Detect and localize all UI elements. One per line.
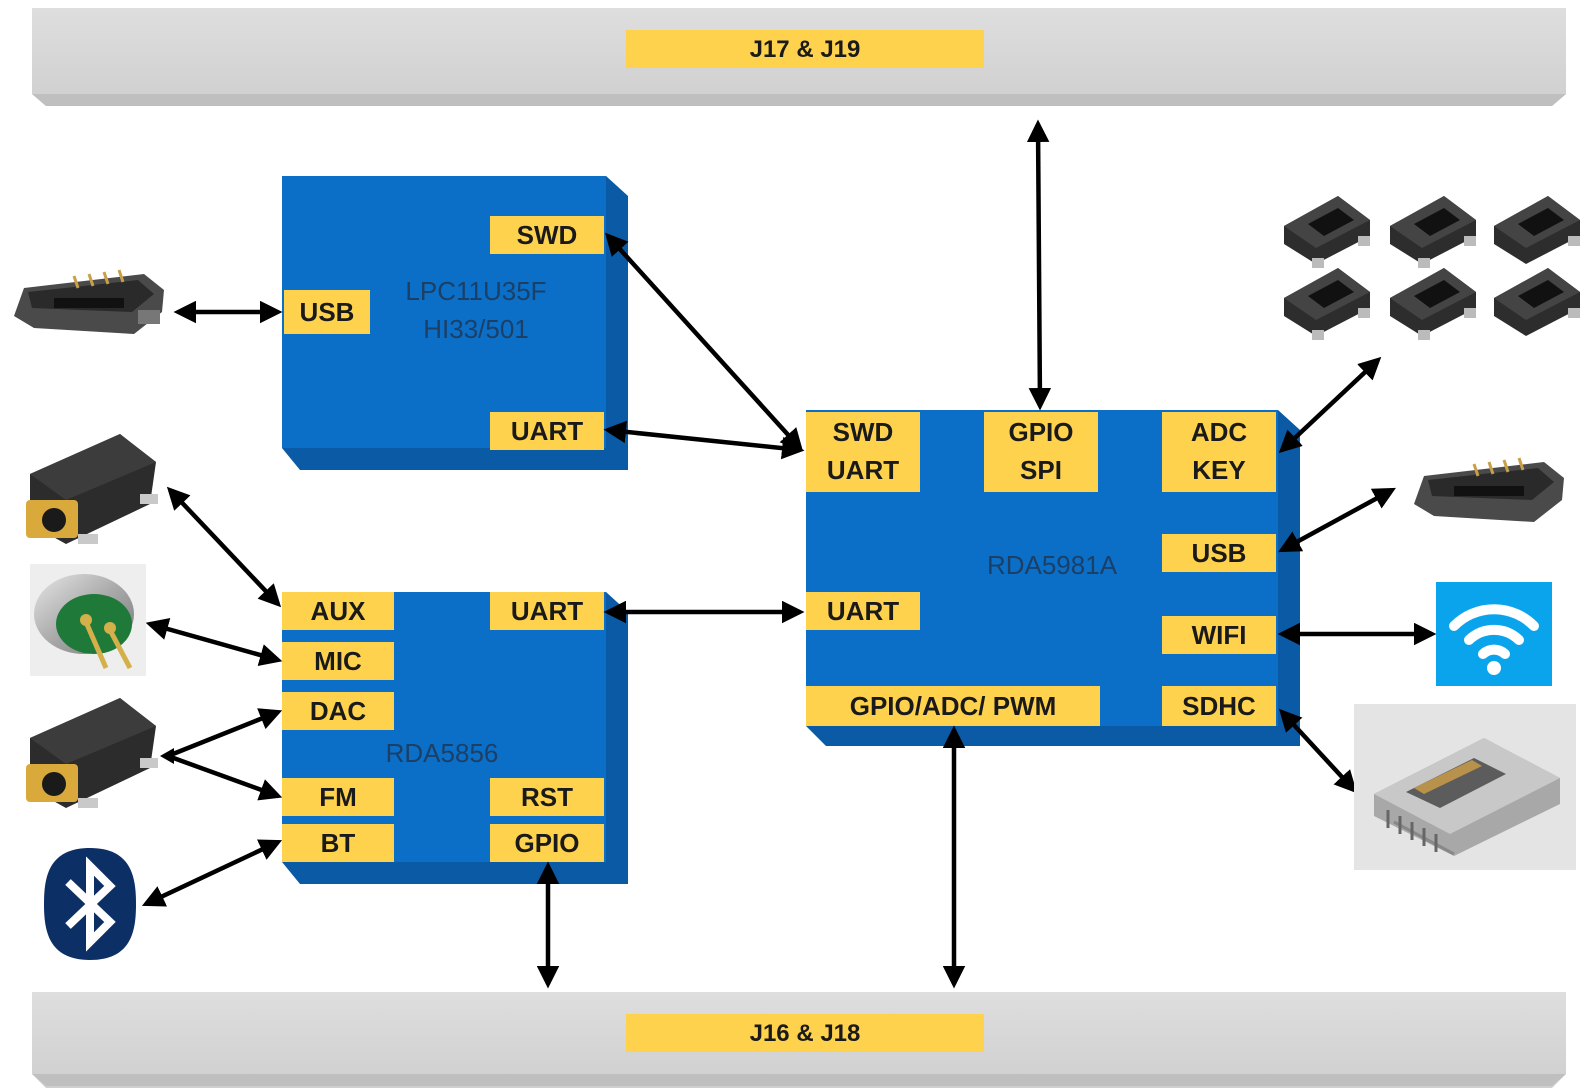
lpc-pin-uart-label: UART bbox=[511, 416, 583, 446]
rda5856-pin-uart bbox=[490, 592, 604, 630]
rda5981a-pin-gpio-adc-pwm-label: GPIO/ADC/ PWM bbox=[850, 691, 1057, 721]
rda5981a-pin-adc-key bbox=[1162, 412, 1276, 492]
audio-jack-icon bbox=[26, 434, 158, 544]
bottom-bus-label: J16 & J18 bbox=[750, 1020, 861, 1047]
arrow-dac bbox=[167, 708, 283, 759]
lpc-pin-usb bbox=[284, 290, 370, 334]
rda5981a-pin-gpio-label: GPIO bbox=[1008, 417, 1073, 447]
chip-rda5856: RDA5856 AUX MIC DAC FM BT UART RST GPIO bbox=[282, 592, 628, 884]
arrow-sdhc-sdcard bbox=[1278, 708, 1358, 794]
chip-lpc11u35f: LPC11U35F HI33/501 SWD USB UART bbox=[282, 176, 628, 470]
rda5981a-pin-uart-label: UART bbox=[827, 596, 899, 626]
tactile-buttons-icon bbox=[1284, 196, 1580, 340]
top-bus: J17 & J19 bbox=[32, 8, 1566, 106]
arrow-usb-rda5981a bbox=[1278, 487, 1396, 553]
micro-usb-connector-icon bbox=[1414, 457, 1564, 522]
rda5981a-pin-key-label: KEY bbox=[1192, 455, 1245, 485]
rda5856-pin-fm bbox=[282, 778, 394, 816]
rda5856-name: RDA5856 bbox=[386, 738, 499, 768]
rda5856-pin-mic-label: MIC bbox=[314, 646, 362, 676]
rda5981a-pin-wifi-label: WIFI bbox=[1192, 620, 1247, 650]
rda5981a-pin-wifi bbox=[1162, 616, 1276, 654]
micro-usb-connector-icon bbox=[14, 269, 164, 334]
lpc-name-line2: HI33/501 bbox=[423, 314, 529, 344]
rda5981a-name: RDA5981A bbox=[987, 550, 1118, 580]
rda5856-pin-gpio-label: GPIO bbox=[514, 828, 579, 858]
arrow-buttons-adc bbox=[1278, 356, 1382, 454]
rda5856-pin-bt bbox=[282, 824, 394, 862]
top-bus-label-box bbox=[626, 30, 984, 68]
arrow-audiojack-aux bbox=[166, 486, 282, 608]
rda5981a-pin-uart bbox=[806, 592, 920, 630]
rda5856-pin-fm-label: FM bbox=[319, 782, 357, 812]
wifi-icon bbox=[1436, 582, 1552, 686]
rda5981a-pin-swd-uart bbox=[806, 412, 920, 492]
rda5856-pin-dac-label: DAC bbox=[310, 696, 367, 726]
arrow-lpc-uart-rda5981a bbox=[603, 420, 805, 460]
bottom-bus: J16 & J18 bbox=[32, 992, 1566, 1088]
rda5981a-pin-usb-label: USB bbox=[1192, 538, 1247, 568]
rda5981a-pin-usb bbox=[1162, 534, 1276, 572]
rda5856-pin-bt-label: BT bbox=[321, 828, 356, 858]
lpc-pin-uart bbox=[490, 412, 604, 450]
rda5981a-pin-gpio-spi bbox=[984, 412, 1098, 492]
lpc-pin-swd bbox=[490, 216, 604, 254]
rda5981a-pin-swd-label: SWD bbox=[833, 417, 894, 447]
sd-card-slot-icon bbox=[1354, 704, 1576, 870]
bottom-bus-label-box bbox=[626, 1014, 984, 1052]
rda5856-pin-rst bbox=[490, 778, 604, 816]
chip-rda5981a: RDA5981A SWD UART GPIO SPI ADC KEY USB U… bbox=[806, 410, 1300, 746]
rda5856-pin-rst-label: RST bbox=[521, 782, 573, 812]
arrow-lpc-swd-rda5981a bbox=[604, 232, 804, 452]
rda5856-pin-dac bbox=[282, 692, 394, 730]
microphone-icon bbox=[30, 564, 146, 676]
lpc-pin-usb-label: USB bbox=[300, 297, 355, 327]
rda5981a-pin-adc-label: ADC bbox=[1191, 417, 1248, 447]
arrow-mic bbox=[145, 618, 283, 666]
top-bus-label: J17 & J19 bbox=[750, 36, 861, 63]
rda5981a-pin-gpio-adc-pwm bbox=[806, 686, 1100, 726]
rda5981a-pin-spi-label: SPI bbox=[1020, 455, 1062, 485]
rda5856-pin-mic bbox=[282, 642, 394, 680]
rda5981a-pin-sdhc bbox=[1162, 686, 1276, 726]
arrow-topbus-gpio bbox=[1026, 119, 1052, 411]
connection-arrows bbox=[141, 119, 1437, 989]
rda5856-pin-aux-label: AUX bbox=[311, 596, 367, 626]
rda5981a-pin-sdhc-label: SDHC bbox=[1182, 691, 1256, 721]
rda5856-pin-gpio bbox=[490, 824, 604, 862]
arrow-fm bbox=[167, 753, 283, 801]
rda5856-pin-uart-label: UART bbox=[511, 596, 583, 626]
bluetooth-icon bbox=[44, 848, 136, 960]
lpc-pin-swd-label: SWD bbox=[517, 220, 578, 250]
audio-jack-icon bbox=[26, 698, 158, 808]
rda5856-pin-aux bbox=[282, 592, 394, 630]
rda5981a-pin-uart-top-label: UART bbox=[827, 455, 899, 485]
lpc-name-line1: LPC11U35F bbox=[405, 276, 546, 306]
arrow-bluetooth-bt bbox=[141, 839, 283, 907]
